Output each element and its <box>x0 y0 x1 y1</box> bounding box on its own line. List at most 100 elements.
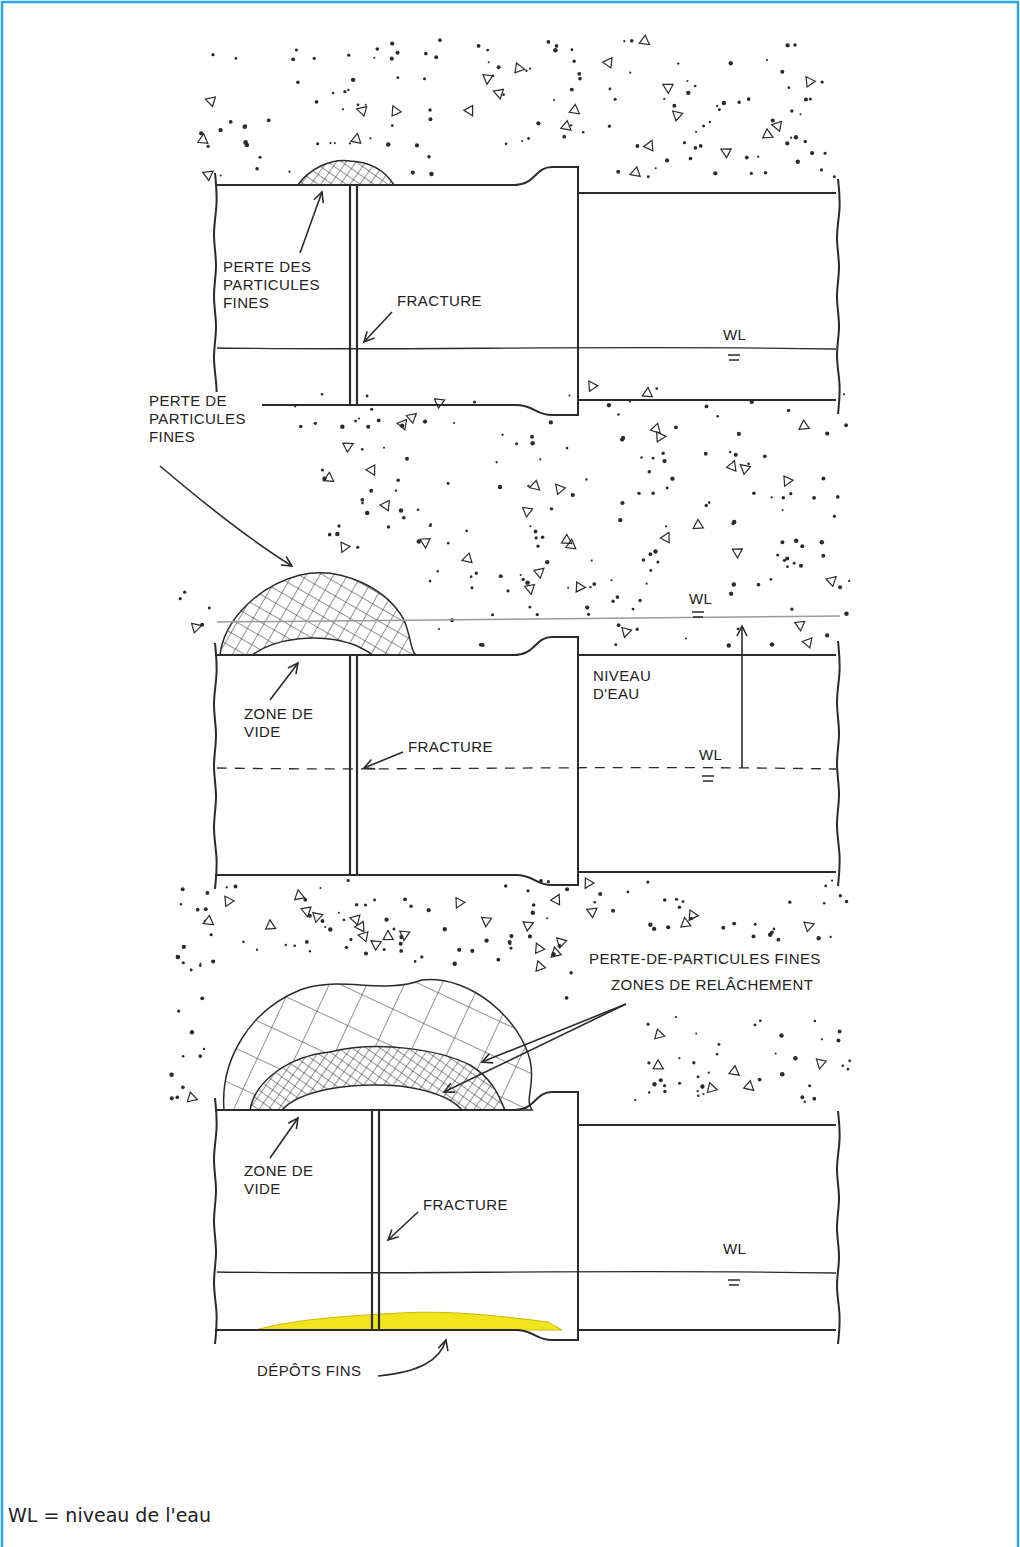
soil-grain <box>582 131 585 134</box>
leader-arrow <box>378 1340 446 1376</box>
soil-grain <box>662 459 666 463</box>
soil-grain <box>211 53 214 56</box>
soil-grain <box>800 1095 804 1099</box>
soil-grain <box>630 39 634 43</box>
soil-grain <box>501 434 503 436</box>
aggregate-stone <box>771 120 782 131</box>
soil-grain <box>316 142 319 145</box>
soil-grain <box>821 554 825 558</box>
soil-grain <box>399 949 403 953</box>
soil-grain <box>804 140 807 143</box>
aggregate-stone <box>707 1083 718 1095</box>
soil-grain <box>369 137 371 139</box>
soil-grain <box>678 1057 680 1059</box>
soil-grain <box>729 592 733 596</box>
water-level-line <box>217 348 836 349</box>
soil-grain <box>481 643 485 647</box>
soil-grain <box>737 101 740 104</box>
annotation-label: NIVEAU D'EAU <box>592 667 686 703</box>
soil-grain <box>757 583 761 587</box>
aggregate-stone <box>349 913 360 925</box>
soil-grain <box>220 175 222 177</box>
soil-grain <box>565 996 569 1000</box>
soil-grain <box>631 608 634 611</box>
soil-grain <box>687 80 689 82</box>
soil-grain <box>570 88 574 92</box>
soil-grain <box>534 536 537 539</box>
water-level-symbol <box>692 612 704 617</box>
aggregate-stone <box>383 930 393 939</box>
annotation-label: WL <box>722 326 747 344</box>
soil-grain <box>242 941 245 944</box>
soil-grain <box>794 538 799 543</box>
soil-grain <box>510 947 513 950</box>
aggregate-stone <box>561 535 574 548</box>
aggregate-stone <box>492 86 504 98</box>
aggregate-stone <box>388 104 401 116</box>
soil-grain <box>683 141 686 144</box>
soil-grain <box>790 608 793 611</box>
soil-grain <box>692 1061 695 1064</box>
aggregate-stone <box>642 387 653 397</box>
soil-grain <box>314 422 317 425</box>
soil-grain <box>176 955 181 960</box>
soil-grain <box>569 395 571 397</box>
soil-grain <box>823 152 826 155</box>
annotation-label: WL <box>698 746 723 764</box>
aggregate-stone <box>460 553 471 565</box>
soil-grain <box>549 420 553 424</box>
soil-grain <box>808 1084 811 1087</box>
loosened-zone <box>224 980 532 1110</box>
soil-grain <box>502 93 505 96</box>
soil-grain <box>758 1078 762 1082</box>
soil-grain <box>704 452 708 456</box>
soil-grain <box>750 172 753 175</box>
soil-grain <box>642 558 646 562</box>
aggregate-stone <box>464 106 477 119</box>
soil-grain <box>534 530 538 534</box>
aggregate-stone <box>802 74 815 87</box>
soil-grain <box>656 560 659 563</box>
soil-grain <box>585 478 587 480</box>
soil-grain <box>423 77 426 80</box>
soil-grain <box>722 101 726 105</box>
soil-grain <box>399 942 403 946</box>
soil-grain <box>745 156 749 160</box>
panel-advanced-stage <box>169 878 851 1376</box>
soil-grain <box>732 922 736 926</box>
soil-grain <box>708 501 711 504</box>
soil-grain <box>809 97 812 100</box>
soil-grain <box>598 892 602 896</box>
soil-grain <box>525 69 527 71</box>
leader-arrow <box>444 1004 626 1092</box>
soil-grain <box>820 168 823 171</box>
soil-grain <box>702 1093 704 1095</box>
soil-grain <box>620 501 624 505</box>
soil-grain <box>661 452 664 455</box>
soil-grain <box>716 1053 719 1056</box>
soil-grain <box>764 171 768 175</box>
leader-arrow <box>364 312 392 342</box>
soil-grain <box>614 98 617 101</box>
aggregate-stone <box>587 904 600 917</box>
soil-grain <box>734 453 738 457</box>
soil-grain <box>750 400 754 404</box>
water-level-line <box>217 768 836 769</box>
soil-grain <box>366 395 369 398</box>
soil-grain <box>170 1096 174 1100</box>
aggregate-stone <box>732 549 742 558</box>
soil-grain <box>347 89 349 91</box>
soil-grain <box>848 1059 851 1062</box>
soil-grain <box>655 387 658 390</box>
soil-grain <box>705 405 709 409</box>
soil-grain <box>438 38 442 42</box>
soil-grain <box>732 520 736 524</box>
soil-grain <box>402 516 406 520</box>
soil-grain <box>484 938 488 942</box>
soil-grain <box>296 80 300 84</box>
soil-grain <box>614 643 617 646</box>
soil-grain <box>577 72 581 76</box>
soil-grain <box>532 903 536 907</box>
aggregate-stone <box>337 542 350 554</box>
